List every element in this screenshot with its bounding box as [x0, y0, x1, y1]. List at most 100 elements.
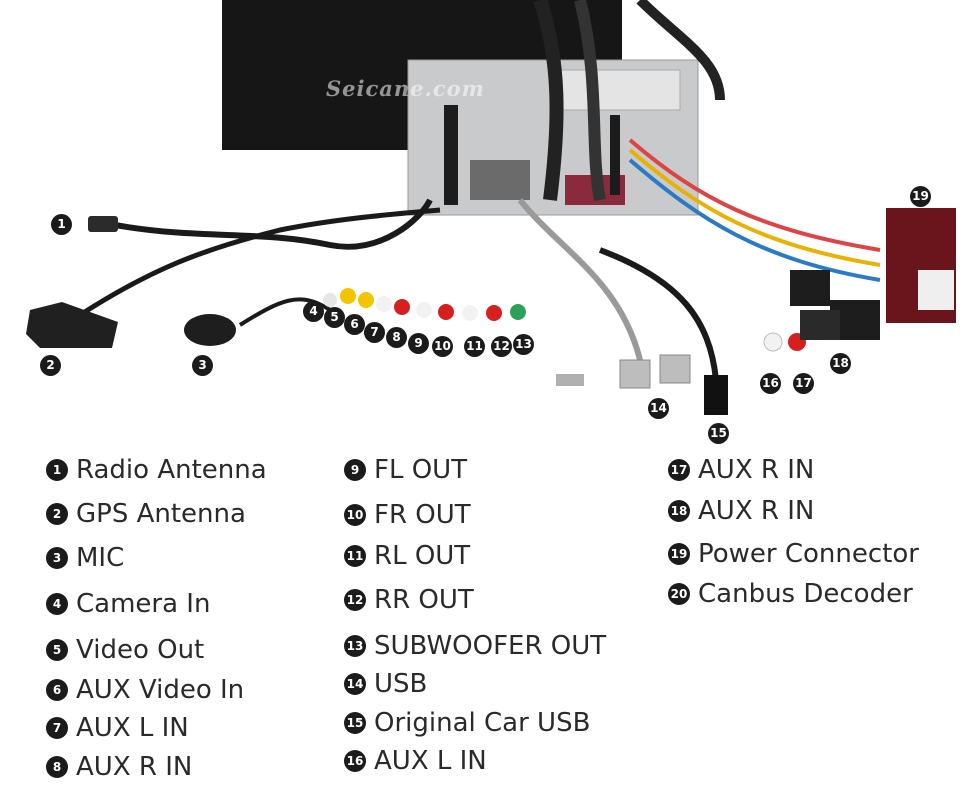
original-usb-cable — [598, 247, 719, 381]
legend-item: 12 RR OUT — [344, 583, 474, 617]
legend-label: Radio Antenna — [76, 455, 267, 485]
usb-cap — [556, 374, 584, 386]
legend-item: 19 Power Connector — [668, 537, 919, 571]
legend-label: AUX R IN — [698, 496, 815, 526]
legend-item: 20 Canbus Decoder — [668, 577, 913, 611]
legend-num: 13 — [344, 635, 366, 657]
legend-item: 9 FL OUT — [344, 453, 467, 487]
badge-8: 8 — [386, 327, 407, 348]
usb-plug — [619, 359, 651, 389]
power-connector — [790, 270, 830, 306]
legend-item: 16 AUX L IN — [344, 744, 487, 778]
badge-6: 6 — [344, 314, 365, 335]
badge-4: 4 — [303, 301, 324, 322]
legend-item: 6 AUX Video In — [46, 673, 244, 707]
badge-9: 9 — [408, 333, 429, 354]
badge-1: 1 — [51, 214, 72, 235]
legend-num: 19 — [668, 543, 690, 565]
legend-num: 5 — [46, 639, 68, 661]
usb-cable — [517, 198, 643, 361]
legend-num: 8 — [46, 756, 68, 778]
legend-item: 10 FR OUT — [344, 498, 471, 532]
badge-5: 5 — [324, 307, 345, 328]
badge-19: 19 — [910, 186, 931, 207]
legend-label: FL OUT — [374, 455, 468, 485]
usb-plug-2 — [659, 354, 691, 384]
colored-wires — [628, 138, 881, 252]
legend-num: 2 — [46, 503, 68, 525]
legend-label: AUX R IN — [76, 752, 193, 782]
legend-item: 2 GPS Antenna — [46, 497, 246, 531]
watermark: Seicane.com — [326, 76, 485, 101]
legend-num: 12 — [344, 589, 366, 611]
legend-num: 1 — [46, 459, 68, 481]
legend-num: 11 — [344, 545, 366, 567]
legend-label: Canbus Decoder — [698, 579, 913, 609]
badge-17: 17 — [793, 373, 814, 394]
legend-num: 18 — [668, 500, 690, 522]
legend-num: 4 — [46, 593, 68, 615]
mic — [184, 314, 236, 346]
legend-num: 15 — [344, 712, 366, 734]
badge-12: 12 — [491, 336, 512, 357]
legend-label: AUX L IN — [76, 713, 189, 743]
radio-antenna-cable — [114, 198, 433, 250]
harness-wires — [533, 0, 564, 201]
legend-item: 5 Video Out — [46, 633, 204, 667]
gps-antenna — [26, 302, 118, 348]
legend-label: GPS Antenna — [76, 499, 246, 529]
harness-wires-3 — [636, 0, 725, 101]
legend-num: 20 — [668, 583, 690, 605]
legend-label: RR OUT — [374, 585, 474, 615]
legend-label: FR OUT — [374, 500, 471, 530]
legend-label: Camera In — [76, 589, 211, 619]
legend-label: RL OUT — [374, 541, 471, 571]
badge-11: 11 — [464, 336, 485, 357]
legend-label: AUX R IN — [698, 455, 815, 485]
gps-cable — [78, 207, 441, 318]
harness-wires-2 — [574, 0, 606, 202]
legend-item: 14 USB — [344, 667, 427, 701]
badge-10: 10 — [432, 336, 453, 357]
badge-2: 2 — [40, 355, 61, 376]
badge-7: 7 — [364, 322, 385, 343]
legend-num: 3 — [46, 547, 68, 569]
legend-label: AUX L IN — [374, 746, 487, 776]
legend-label: Video Out — [76, 635, 205, 665]
legend-label: SUBWOOFER OUT — [374, 631, 607, 661]
power-connector-3 — [800, 310, 840, 340]
legend-item: 4 Camera In — [46, 587, 210, 621]
legend-item: 13 SUBWOOFER OUT — [344, 629, 606, 663]
badge-14: 14 — [648, 398, 669, 419]
original-usb-plug — [704, 375, 728, 415]
antenna-post — [444, 105, 458, 205]
canbus-label — [918, 270, 954, 310]
legend-label: MIC — [76, 543, 125, 573]
badge-3: 3 — [192, 355, 213, 376]
antenna-post-2 — [610, 115, 620, 195]
legend-item: 8 AUX R IN — [46, 750, 192, 784]
aux-l-plug — [763, 332, 783, 352]
legend-label: AUX Video In — [76, 675, 245, 705]
legend-num: 6 — [46, 679, 68, 701]
legend-item: 1 Radio Antenna — [46, 453, 267, 487]
legend-num: 16 — [344, 750, 366, 772]
colored-wires-3 — [628, 158, 881, 282]
legend-item: 3 MIC — [46, 541, 124, 575]
rca-plugs — [323, 288, 526, 321]
legend-item: 11 RL OUT — [344, 539, 470, 573]
radio-antenna-plug — [88, 216, 118, 232]
legend-num: 10 — [344, 504, 366, 526]
chassis-label — [559, 69, 681, 111]
legend-item: 18 AUX R IN — [668, 494, 814, 528]
badge-16: 16 — [760, 373, 781, 394]
legend-label: Power Connector — [698, 539, 919, 569]
legend-num: 14 — [344, 673, 366, 695]
legend-num: 9 — [344, 459, 366, 481]
product-photo — [26, 0, 956, 415]
badge-18: 18 — [830, 353, 851, 374]
badge-13: 13 — [513, 334, 534, 355]
legend-label: USB — [374, 669, 428, 699]
